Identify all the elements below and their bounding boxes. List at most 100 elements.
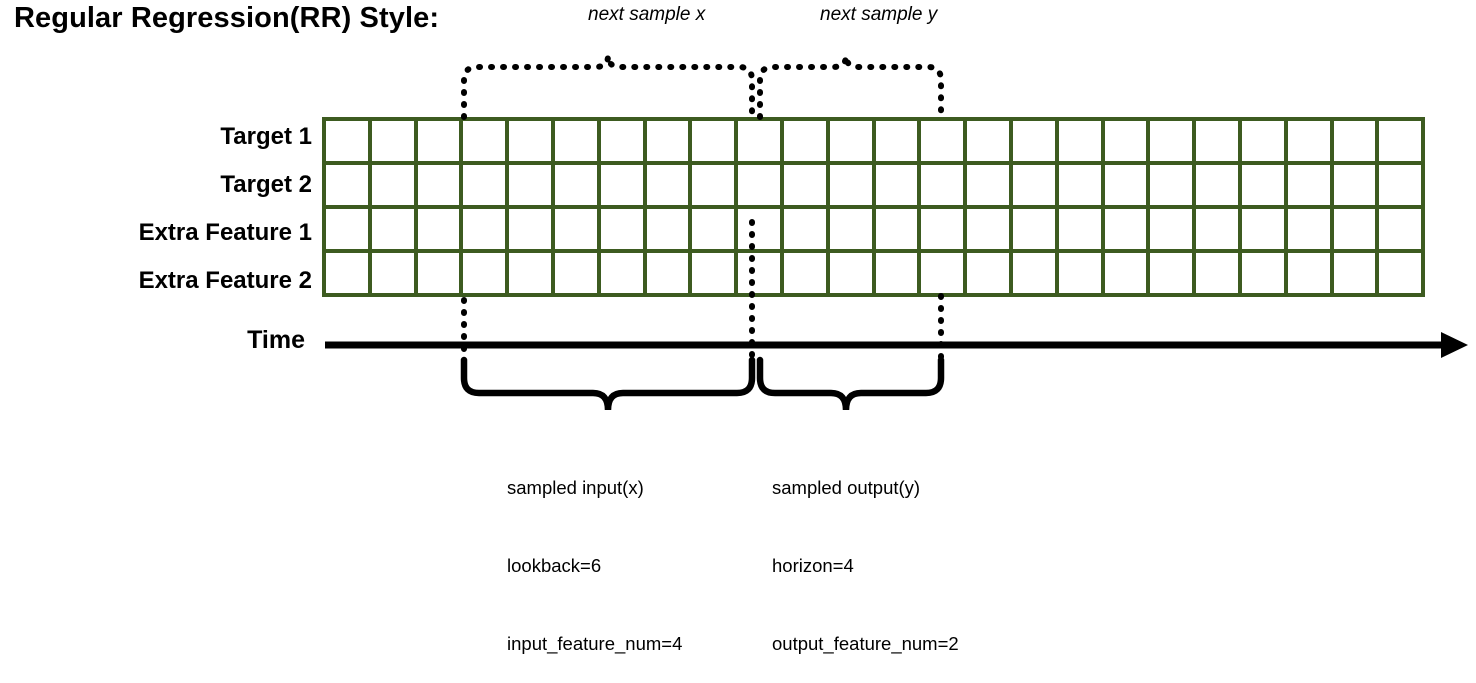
grid-row-target-2 (326, 165, 1422, 209)
grid-cell (509, 253, 555, 293)
sampled-input-feature-num: input_feature_num=4 (507, 633, 683, 654)
grid-cell (1287, 253, 1334, 293)
sampled-output-feature-num: output_feature_num=2 (772, 633, 959, 654)
grid-cell (417, 165, 464, 209)
grid-cell (646, 253, 693, 293)
grid-cell (967, 209, 1013, 253)
grid-cell (738, 165, 784, 209)
grid-cell (921, 253, 968, 293)
grid-cell (1287, 121, 1334, 165)
row-label-target-2: Target 2 (220, 171, 312, 198)
row-label-extra-feature-1: Extra Feature 1 (138, 219, 312, 246)
grid-cell (1241, 121, 1288, 165)
grid-cell (554, 121, 601, 165)
grid-cell (829, 121, 876, 165)
grid-cell (1333, 165, 1380, 209)
grid-cell (875, 165, 922, 209)
grid-cell (371, 253, 418, 293)
grid-cell (783, 253, 830, 293)
sampled-input-caption: sampled input(x) lookback=6 input_featur… (507, 423, 682, 683)
grid-cell (783, 165, 830, 209)
grid-cell (554, 209, 601, 253)
grid-cell (1241, 209, 1288, 253)
timeseries-grid (322, 117, 1426, 297)
grid-cell (600, 209, 647, 253)
grid-cell (1012, 121, 1059, 165)
grid-cell (692, 121, 739, 165)
time-axis-label: Time (247, 326, 305, 354)
sampled-output-title: sampled output(y) (772, 477, 921, 498)
grid-cell (1333, 209, 1380, 253)
next-sample-x-label: next sample x (588, 4, 706, 25)
grid-cell (1287, 165, 1334, 209)
grid-cell (829, 253, 876, 293)
grid-cell (692, 209, 739, 253)
grid-cell (1058, 165, 1105, 209)
grid-cell (1150, 121, 1197, 165)
sampled-output-caption: sampled output(y) horizon=4 output_featu… (772, 423, 959, 683)
grid-cell (1241, 253, 1288, 293)
grid-cell (1333, 253, 1380, 293)
grid-cell (1379, 253, 1422, 293)
grid-cell (1104, 121, 1151, 165)
grid-cell (1333, 121, 1380, 165)
grid-cell (600, 253, 647, 293)
grid-cell (1241, 165, 1288, 209)
grid-cell (1058, 209, 1105, 253)
grid-cell (1150, 209, 1197, 253)
top-brace-output (757, 55, 944, 120)
grid-cell (783, 121, 830, 165)
time-axis-arrowhead (1441, 332, 1468, 358)
grid-cell (417, 121, 464, 165)
grid-table (322, 117, 1426, 297)
grid-cell (509, 165, 555, 209)
grid-cell (875, 121, 922, 165)
grid-cell (646, 165, 693, 209)
grid-cell (509, 209, 555, 253)
grid-row-target-1 (326, 121, 1422, 165)
grid-cell (1196, 209, 1242, 253)
grid-row-extra-feature-1 (326, 209, 1422, 253)
grid-cell (921, 209, 968, 253)
grid-cell (554, 253, 601, 293)
sampled-input-title: sampled input(x) (507, 477, 644, 498)
grid-cell (738, 121, 784, 165)
next-sample-y-label: next sample y (820, 4, 938, 25)
grid-cell (326, 253, 372, 293)
grid-cell (1104, 253, 1151, 293)
grid-cell (463, 209, 510, 253)
grid-cell (692, 165, 739, 209)
grid-cell (967, 121, 1013, 165)
grid-cell (600, 165, 647, 209)
grid-cell (463, 165, 510, 209)
grid-cell (371, 121, 418, 165)
grid-cell (326, 165, 372, 209)
grid-cell (738, 209, 784, 253)
grid-cell (921, 121, 968, 165)
row-label-target-1: Target 1 (220, 123, 312, 150)
grid-cell (417, 253, 464, 293)
grid-cell (829, 209, 876, 253)
row-label-extra-feature-2: Extra Feature 2 (138, 267, 312, 294)
grid-cell (509, 121, 555, 165)
grid-cell (463, 121, 510, 165)
grid-cell (1012, 165, 1059, 209)
grid-cell (1196, 121, 1242, 165)
grid-cell (1104, 165, 1151, 209)
grid-cell (1150, 165, 1197, 209)
grid-cell (326, 121, 372, 165)
grid-cell (463, 253, 510, 293)
grid-cell (1150, 253, 1197, 293)
sampled-output-horizon: horizon=4 (772, 555, 854, 576)
grid-cell (1058, 121, 1105, 165)
grid-cell (1196, 253, 1242, 293)
top-brace-input (461, 55, 755, 120)
grid-cell (1058, 253, 1105, 293)
grid-cell (921, 165, 968, 209)
grid-cell (967, 165, 1013, 209)
grid-cell (646, 209, 693, 253)
grid-cell (1196, 165, 1242, 209)
grid-cell (875, 253, 922, 293)
grid-cell (554, 165, 601, 209)
grid-cell (738, 253, 784, 293)
